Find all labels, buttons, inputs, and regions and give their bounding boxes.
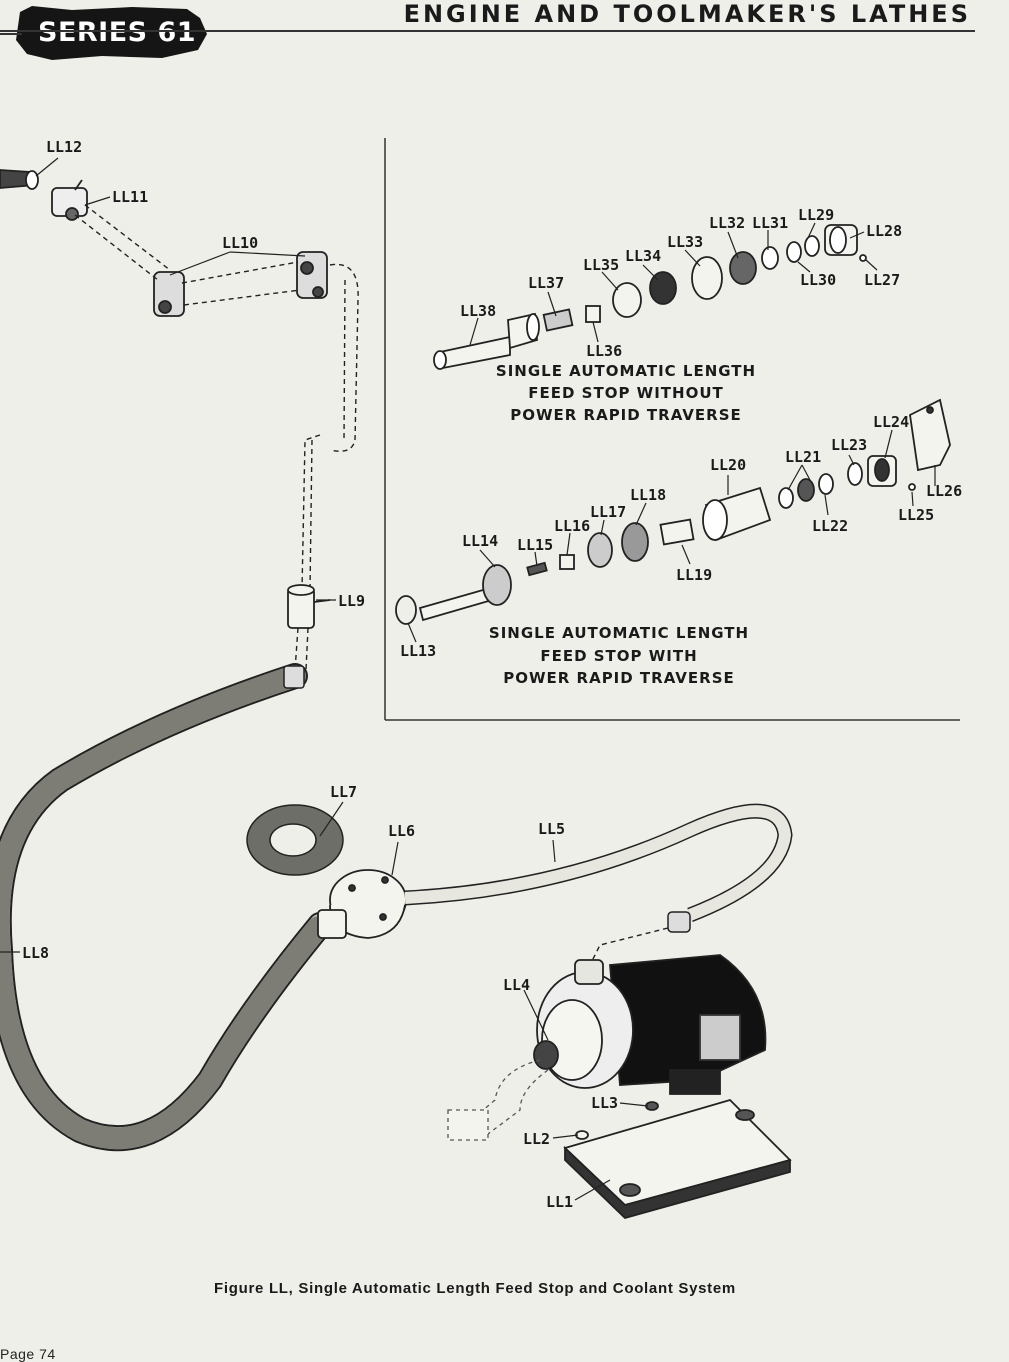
label-ll13: LL13 xyxy=(400,642,436,660)
label-ll26: LL26 xyxy=(926,482,962,500)
caption-line: SINGLE AUTOMATIC LENGTH xyxy=(496,362,756,380)
tee-fitting xyxy=(287,584,331,629)
label-ll22: LL22 xyxy=(812,517,848,535)
label-ll37: LL37 xyxy=(528,274,564,292)
label-ll3: LL3 xyxy=(591,1094,618,1112)
label-ll12: LL12 xyxy=(46,138,82,156)
caption-line: FEED STOP WITHOUT xyxy=(528,384,724,402)
label-ll32: LL32 xyxy=(709,214,745,232)
label-ll36: LL36 xyxy=(586,342,622,360)
label-ll27: LL27 xyxy=(864,271,900,289)
label-ll29: LL29 xyxy=(798,206,834,224)
caption-with-traverse: SINGLE AUTOMATIC LENGTH FEED STOP WITH P… xyxy=(489,624,749,687)
label-ll35: LL35 xyxy=(583,256,619,274)
label-ll20: LL20 xyxy=(710,456,746,474)
figure-caption: Figure LL, Single Automatic Length Feed … xyxy=(214,1280,736,1297)
coolant-pump-motor xyxy=(447,954,767,1141)
label-ll14: LL14 xyxy=(462,532,498,550)
series-badge-label: SERIES 61 xyxy=(38,17,197,48)
label-ll23: LL23 xyxy=(831,436,867,454)
strainer xyxy=(317,869,407,939)
caption-line: POWER RAPID TRAVERSE xyxy=(503,669,735,687)
caption-without-traverse: SINGLE AUTOMATIC LENGTH FEED STOP WITHOU… xyxy=(496,362,756,424)
label-ll19: LL19 xyxy=(676,566,712,584)
caption-line: POWER RAPID TRAVERSE xyxy=(510,406,742,424)
label-ll30: LL30 xyxy=(800,271,836,289)
label-ll9: LL9 xyxy=(338,592,365,610)
label-ll38: LL38 xyxy=(460,302,496,320)
label-ll11: LL11 xyxy=(112,188,148,206)
label-ll24: LL24 xyxy=(873,413,909,431)
label-ll17: LL17 xyxy=(590,503,626,521)
label-ll28: LL28 xyxy=(866,222,902,240)
caption-line: FEED STOP WITH xyxy=(540,647,697,665)
coolant-nozzle-assembly xyxy=(0,169,359,671)
label-ll7: LL7 xyxy=(330,783,357,801)
gasket xyxy=(246,804,344,876)
header-divider-left xyxy=(0,33,22,35)
label-ll6: LL6 xyxy=(388,822,415,840)
pump-mounting-base xyxy=(563,1098,792,1220)
label-ll4: LL4 xyxy=(503,976,530,994)
inset-frame xyxy=(384,138,960,721)
label-ll2: LL2 xyxy=(523,1130,550,1148)
label-ll15: LL15 xyxy=(517,536,553,554)
feed-stop-without-traverse-assembly xyxy=(433,224,867,370)
label-ll18: LL18 xyxy=(630,486,666,504)
label-ll1: LL1 xyxy=(546,1193,573,1211)
coolant-tubing xyxy=(404,803,793,966)
header-divider xyxy=(0,30,975,32)
caption-line: SINGLE AUTOMATIC LENGTH xyxy=(489,624,749,642)
label-ll25: LL25 xyxy=(898,506,934,524)
page-number: Page 74 xyxy=(0,1346,56,1362)
label-ll34: LL34 xyxy=(625,247,661,265)
series-badge xyxy=(16,6,207,60)
leader-lines xyxy=(0,157,936,1201)
page-header-title: ENGINE AND TOOLMAKER'S LATHES xyxy=(403,0,971,28)
label-ll31: LL31 xyxy=(752,214,788,232)
coolant-hose xyxy=(0,663,333,1152)
label-ll10: LL10 xyxy=(222,234,258,252)
feed-stop-with-traverse-assembly xyxy=(395,398,951,625)
label-ll8: LL8 xyxy=(22,944,49,962)
label-ll16: LL16 xyxy=(554,517,590,535)
label-ll33: LL33 xyxy=(667,233,703,251)
label-ll5: LL5 xyxy=(538,820,565,838)
label-ll21: LL21 xyxy=(785,448,821,466)
part-labels: LL12 LL11 LL10 LL9 LL7 LL6 LL5 LL8 LL4 L… xyxy=(22,138,962,1211)
